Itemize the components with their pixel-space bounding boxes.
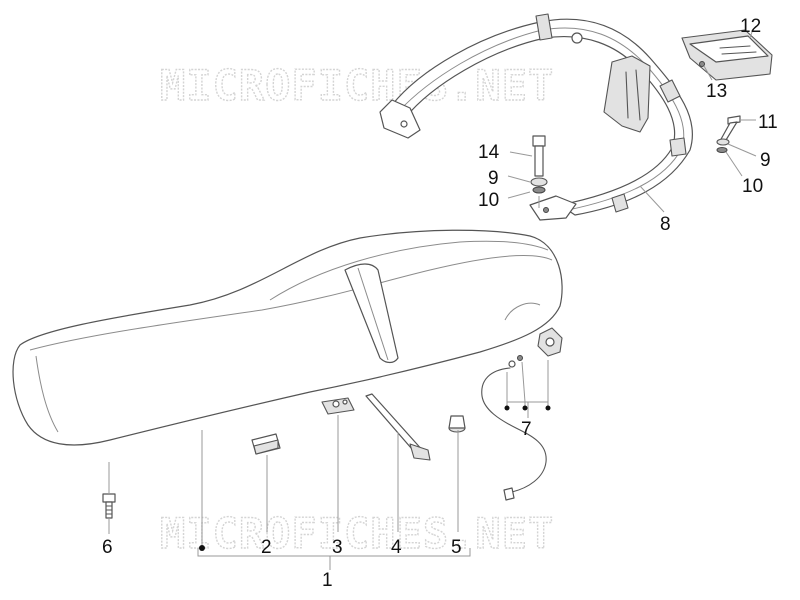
- callout-4: 4: [391, 537, 402, 558]
- callout-labels: 1 2 3 4 5 6 7 8 9 9 10 10 11 12 13 14: [102, 16, 778, 591]
- callout-1: 1: [322, 570, 333, 591]
- callout-6: 6: [102, 537, 113, 558]
- clip-2: [251, 433, 281, 455]
- bolt-14-assembly: [530, 135, 548, 194]
- screw-6: [102, 493, 116, 519]
- callout-14: 14: [478, 142, 500, 163]
- seat: [12, 229, 563, 446]
- strap-4: [365, 393, 431, 461]
- callout-2: 2: [261, 537, 272, 558]
- rail-cover: [681, 29, 773, 81]
- marker-dot: [545, 405, 551, 411]
- callout-9-centre: 9: [488, 168, 499, 189]
- watermark-top: MICROFICHES.NET: [160, 61, 554, 110]
- callout-13: 13: [706, 81, 727, 102]
- callout-12: 12: [740, 16, 761, 37]
- callout-10-right: 10: [742, 176, 763, 197]
- callout-3: 3: [332, 537, 343, 558]
- marker-dot: [504, 405, 510, 411]
- leader-lines: [108, 31, 757, 570]
- callout-8: 8: [660, 214, 671, 235]
- grab-rail: [379, 13, 694, 221]
- screw-13: [699, 61, 705, 67]
- callout-7: 7: [521, 419, 532, 440]
- watermark-bottom: MICROFICHES.NET: [160, 509, 554, 558]
- bolt-11-assembly: [716, 115, 741, 153]
- bumper-5: [448, 415, 466, 433]
- callout-9-right: 9: [760, 150, 771, 171]
- callout-11: 11: [758, 112, 778, 133]
- callout-10-centre: 10: [478, 190, 499, 211]
- marker-dot: [522, 405, 528, 411]
- seat-lock-cable: [481, 327, 563, 501]
- hook-3: [321, 397, 355, 415]
- callout-5: 5: [451, 537, 462, 558]
- marker-dot: [199, 545, 205, 551]
